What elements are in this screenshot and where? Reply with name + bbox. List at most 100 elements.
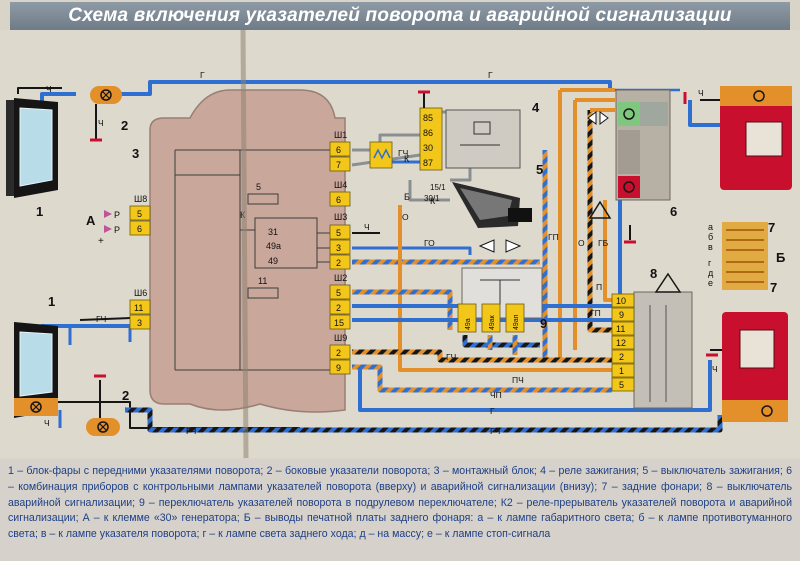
relay-pin-85: 85 <box>423 113 433 123</box>
svg-text:5: 5 <box>336 228 341 238</box>
svg-text:ГЧ: ГЧ <box>446 352 456 362</box>
label-p2: Р <box>114 225 120 235</box>
board-letter-d: д <box>708 268 714 278</box>
paper-fold <box>240 30 249 458</box>
svg-text:Ч: Ч <box>44 418 50 428</box>
svg-text:ГБ: ГБ <box>598 238 609 248</box>
inner-label-31: 31 <box>268 227 278 237</box>
svg-text:10: 10 <box>616 296 626 306</box>
svg-text:ПЧ: ПЧ <box>512 375 524 385</box>
inner-label-5: 5 <box>256 182 261 192</box>
svg-text:ГЧ: ГЧ <box>96 314 106 324</box>
svg-text:Ш6: Ш6 <box>134 288 147 298</box>
relay-pin-86: 86 <box>423 128 433 138</box>
svg-text:ГЧ: ГЧ <box>490 426 500 436</box>
page-title: Схема включения указателей поворота и ав… <box>10 2 790 30</box>
board-letter-v: в <box>708 242 713 252</box>
svg-text:9: 9 <box>336 363 341 373</box>
svg-text:2: 2 <box>619 352 624 362</box>
label-c2-bottom: 2 <box>122 388 129 403</box>
inner-label-49: 49 <box>268 256 278 266</box>
svg-text:Ш8: Ш8 <box>134 194 147 204</box>
board-letter-b: б <box>708 232 713 242</box>
ignition-switch <box>452 182 532 228</box>
headlight-front-top <box>6 98 58 198</box>
svg-text:Ш4: Ш4 <box>334 180 347 190</box>
rear-lamp-board <box>722 222 768 290</box>
figure-caption: 1 – блок-фары с передними указателями по… <box>0 460 800 561</box>
flasher-relay-k2 <box>369 141 393 169</box>
svg-text:О: О <box>402 212 409 222</box>
svg-text:Ш3: Ш3 <box>334 212 347 222</box>
svg-text:Ч: Ч <box>46 84 52 94</box>
ignition-relay <box>418 90 521 171</box>
mounting-block <box>149 89 346 413</box>
svg-text:Ш2: Ш2 <box>334 273 347 283</box>
relay-pin-87: 87 <box>423 158 433 168</box>
svg-text:ГЧ: ГЧ <box>398 148 408 158</box>
label-c7-top: 7 <box>768 220 775 235</box>
svg-text:6: 6 <box>336 145 341 155</box>
svg-text:5: 5 <box>336 288 341 298</box>
side-turn-lamp-top <box>90 86 122 142</box>
svg-text:Ш9: Ш9 <box>334 333 347 343</box>
label-c8: 8 <box>650 266 657 281</box>
label-c3: 3 <box>132 146 139 161</box>
switch-pin-49ak: 49ак <box>489 314 496 330</box>
inner-label-11: 11 <box>258 276 267 286</box>
label-k1: К <box>404 154 410 164</box>
svg-text:О: О <box>578 238 585 248</box>
svg-text:Ч: Ч <box>712 364 718 374</box>
connector-sh1: Ш1 6 7 <box>329 130 351 172</box>
label-c4: 4 <box>532 100 540 115</box>
turn-signal-switch <box>457 239 543 333</box>
rear-lamp-bottom <box>706 312 788 422</box>
svg-text:9: 9 <box>619 310 624 320</box>
arrow-p1 <box>104 210 112 218</box>
connector-sh9: Ш9 2 9 <box>329 333 351 375</box>
svg-text:12: 12 <box>616 338 626 348</box>
svg-text:15: 15 <box>334 318 344 328</box>
side-turn-lamp-bottom <box>86 374 120 436</box>
label-generator-a: А <box>86 213 96 228</box>
label-p1: Р <box>114 210 120 220</box>
svg-text:П: П <box>596 282 602 292</box>
label-c1-top: 1 <box>36 204 43 219</box>
svg-text:Г: Г <box>488 70 493 80</box>
label-c2-top: 2 <box>121 118 128 133</box>
rear-lamp-top <box>683 86 792 190</box>
connector-sh6: Ш6 11 3 <box>129 288 151 330</box>
connector-sh8: Ш8 5 6 <box>129 194 151 236</box>
label-board-b: Б <box>776 250 785 265</box>
svg-text:ГП: ГП <box>548 232 559 242</box>
connector-sh3: Ш3 5 3 2 <box>329 212 351 270</box>
board-letter-e: е <box>708 278 713 288</box>
svg-text:3: 3 <box>137 318 142 328</box>
svg-text:7: 7 <box>336 160 341 170</box>
svg-text:3: 3 <box>336 243 341 253</box>
label-c7-bottom: 7 <box>770 280 777 295</box>
label-c6: 6 <box>670 204 677 219</box>
inner-label-49a: 49а <box>266 241 281 251</box>
svg-text:ЧП: ЧП <box>490 390 502 400</box>
svg-text:11: 11 <box>134 303 143 313</box>
svg-text:5: 5 <box>137 209 142 219</box>
board-letter-a: а <box>708 222 713 232</box>
headlight-front-bottom <box>14 322 58 418</box>
svg-text:2: 2 <box>336 303 341 313</box>
label-k2: К <box>430 196 436 206</box>
label-b2: Б <box>404 192 410 202</box>
wire-labels: Ч Ч Г Г Ч ГЧ О Ч ГО ГП О ГБ П ГП ГЧ ГЧ П… <box>44 70 718 436</box>
wiring-diagram: 1 1 2 2 <box>0 30 800 458</box>
ignition-pin-30: 30/1 <box>424 194 440 203</box>
svg-text:11: 11 <box>616 324 625 334</box>
svg-text:2: 2 <box>336 348 341 358</box>
instrument-cluster <box>587 89 671 244</box>
svg-text:Г: Г <box>200 70 205 80</box>
svg-text:Ч: Ч <box>98 118 104 128</box>
ignition-pin-15: 15/1 <box>430 183 446 192</box>
board-letter-g: г <box>708 258 712 268</box>
svg-text:5: 5 <box>619 380 624 390</box>
switch-pin-49a: 49а <box>465 318 472 330</box>
label-c9: 9 <box>540 316 547 331</box>
